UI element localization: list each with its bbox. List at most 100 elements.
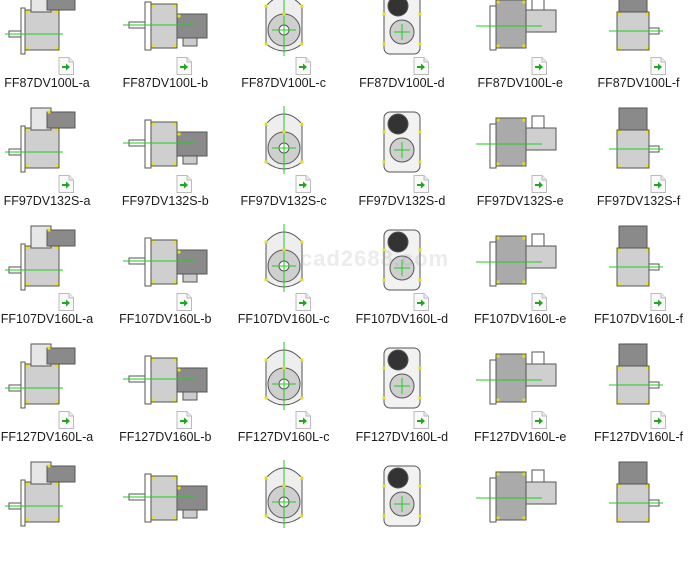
cad-drawing-thumbnail bbox=[234, 102, 334, 176]
cad-drawing-thumbnail bbox=[470, 456, 570, 530]
file-name: FF97DV132S-c bbox=[225, 194, 343, 208]
file-item[interactable]: FF127DV160L-d bbox=[343, 340, 461, 458]
cad-drawing-thumbnail bbox=[115, 338, 215, 412]
file-name: FF107DV160L-c bbox=[225, 312, 343, 326]
file-item[interactable]: FF127DV160L-e bbox=[461, 340, 579, 458]
shortcut-arrow-icon bbox=[650, 57, 666, 75]
cad-drawing-thumbnail bbox=[352, 102, 452, 176]
file-item[interactable] bbox=[580, 458, 695, 576]
file-item[interactable]: FF97DV132S-f bbox=[580, 104, 695, 222]
file-thumbnail-grid: FF87DV100L-a FF87DV100L-b FF87DV100L-c F… bbox=[0, 0, 695, 520]
file-name: FF87DV100L-c bbox=[225, 76, 343, 90]
file-name: FF127DV160L-f bbox=[580, 430, 695, 444]
cad-drawing-thumbnail bbox=[115, 456, 215, 530]
file-name: FF107DV160L-f bbox=[580, 312, 695, 326]
file-item[interactable] bbox=[461, 458, 579, 576]
cad-drawing-thumbnail bbox=[0, 456, 97, 530]
cad-drawing-thumbnail bbox=[352, 456, 452, 530]
file-item[interactable]: FF97DV132S-b bbox=[106, 104, 224, 222]
file-name: FF97DV132S-a bbox=[0, 194, 106, 208]
file-item[interactable]: FF127DV160L-b bbox=[106, 340, 224, 458]
cad-drawing-thumbnail bbox=[470, 0, 570, 58]
file-name: FF107DV160L-d bbox=[343, 312, 461, 326]
file-item[interactable]: FF127DV160L-f bbox=[580, 340, 695, 458]
file-item[interactable] bbox=[343, 458, 461, 576]
cad-drawing-thumbnail bbox=[352, 338, 452, 412]
cad-drawing-thumbnail bbox=[352, 0, 452, 58]
cad-drawing-thumbnail bbox=[589, 456, 689, 530]
file-name: FF107DV160L-a bbox=[0, 312, 106, 326]
file-name: FF97DV132S-e bbox=[461, 194, 579, 208]
file-name: FF127DV160L-d bbox=[343, 430, 461, 444]
shortcut-arrow-icon bbox=[58, 293, 74, 311]
cad-drawing-thumbnail bbox=[470, 338, 570, 412]
cad-drawing-thumbnail bbox=[115, 102, 215, 176]
shortcut-arrow-icon bbox=[295, 293, 311, 311]
shortcut-arrow-icon bbox=[650, 411, 666, 429]
cad-drawing-thumbnail bbox=[589, 0, 689, 58]
shortcut-arrow-icon bbox=[531, 57, 547, 75]
shortcut-arrow-icon bbox=[413, 293, 429, 311]
cad-drawing-thumbnail bbox=[589, 102, 689, 176]
cad-drawing-thumbnail bbox=[234, 0, 334, 58]
file-name: FF107DV160L-e bbox=[461, 312, 579, 326]
file-name: FF97DV132S-f bbox=[580, 194, 695, 208]
shortcut-arrow-icon bbox=[413, 57, 429, 75]
cad-drawing-thumbnail bbox=[234, 456, 334, 530]
file-item[interactable]: FF87DV100L-d bbox=[343, 0, 461, 104]
shortcut-arrow-icon bbox=[58, 411, 74, 429]
file-item[interactable]: FF87DV100L-f bbox=[580, 0, 695, 104]
file-name: FF127DV160L-a bbox=[0, 430, 106, 444]
cad-drawing-thumbnail bbox=[0, 102, 97, 176]
cad-drawing-thumbnail bbox=[589, 338, 689, 412]
file-item[interactable]: FF107DV160L-a bbox=[0, 222, 106, 340]
file-item[interactable]: FF87DV100L-a bbox=[0, 0, 106, 104]
file-item[interactable]: FF107DV160L-d bbox=[343, 222, 461, 340]
cad-drawing-thumbnail bbox=[589, 220, 689, 294]
shortcut-arrow-icon bbox=[531, 293, 547, 311]
shortcut-arrow-icon bbox=[176, 293, 192, 311]
file-item[interactable]: FF87DV100L-c bbox=[225, 0, 343, 104]
file-item[interactable]: FF87DV100L-e bbox=[461, 0, 579, 104]
file-item[interactable]: FF97DV132S-e bbox=[461, 104, 579, 222]
file-item[interactable]: FF127DV160L-a bbox=[0, 340, 106, 458]
file-name: FF97DV132S-b bbox=[106, 194, 224, 208]
file-item[interactable]: FF107DV160L-f bbox=[580, 222, 695, 340]
cad-drawing-thumbnail bbox=[115, 0, 215, 58]
file-name: FF87DV100L-d bbox=[343, 76, 461, 90]
file-name: FF127DV160L-e bbox=[461, 430, 579, 444]
shortcut-arrow-icon bbox=[58, 175, 74, 193]
shortcut-arrow-icon bbox=[531, 411, 547, 429]
file-name: FF87DV100L-a bbox=[0, 76, 106, 90]
file-item[interactable]: FF127DV160L-c bbox=[225, 340, 343, 458]
shortcut-arrow-icon bbox=[176, 175, 192, 193]
file-item[interactable] bbox=[225, 458, 343, 576]
file-item[interactable] bbox=[0, 458, 106, 576]
file-item[interactable]: FF107DV160L-c bbox=[225, 222, 343, 340]
file-item[interactable]: FF87DV100L-b bbox=[106, 0, 224, 104]
file-item[interactable]: FF97DV132S-d bbox=[343, 104, 461, 222]
file-name: FF127DV160L-b bbox=[106, 430, 224, 444]
shortcut-arrow-icon bbox=[295, 175, 311, 193]
cad-drawing-thumbnail bbox=[0, 338, 97, 412]
file-item[interactable]: FF97DV132S-c bbox=[225, 104, 343, 222]
file-item[interactable] bbox=[106, 458, 224, 576]
shortcut-arrow-icon bbox=[295, 57, 311, 75]
shortcut-arrow-icon bbox=[531, 175, 547, 193]
shortcut-arrow-icon bbox=[58, 57, 74, 75]
cad-drawing-thumbnail bbox=[352, 220, 452, 294]
shortcut-arrow-icon bbox=[176, 57, 192, 75]
file-name: FF87DV100L-b bbox=[106, 76, 224, 90]
shortcut-arrow-icon bbox=[176, 411, 192, 429]
file-item[interactable]: FF107DV160L-b bbox=[106, 222, 224, 340]
file-name: FF107DV160L-b bbox=[106, 312, 224, 326]
file-name: FF87DV100L-f bbox=[580, 76, 695, 90]
cad-drawing-thumbnail bbox=[470, 220, 570, 294]
file-item[interactable]: FF107DV160L-e bbox=[461, 222, 579, 340]
file-name: FF97DV132S-d bbox=[343, 194, 461, 208]
cad-drawing-thumbnail bbox=[0, 0, 97, 58]
cad-drawing-thumbnail bbox=[470, 102, 570, 176]
file-item[interactable]: FF97DV132S-a bbox=[0, 104, 106, 222]
cad-drawing-thumbnail bbox=[115, 220, 215, 294]
file-name: FF87DV100L-e bbox=[461, 76, 579, 90]
